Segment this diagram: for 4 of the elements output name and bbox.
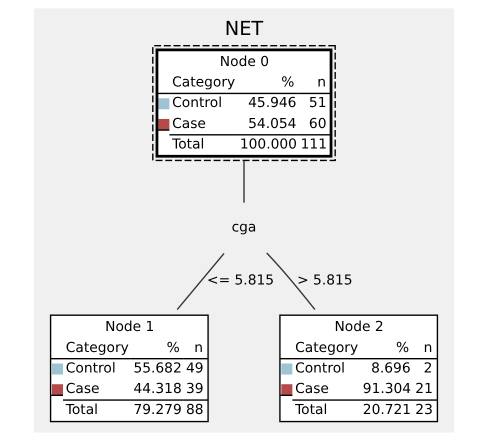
diagram-title: NET xyxy=(224,16,263,40)
node-text: cga xyxy=(231,220,256,236)
edge-label: <= 5.815 xyxy=(206,272,274,289)
edge-label: > 5.815 xyxy=(296,272,352,289)
